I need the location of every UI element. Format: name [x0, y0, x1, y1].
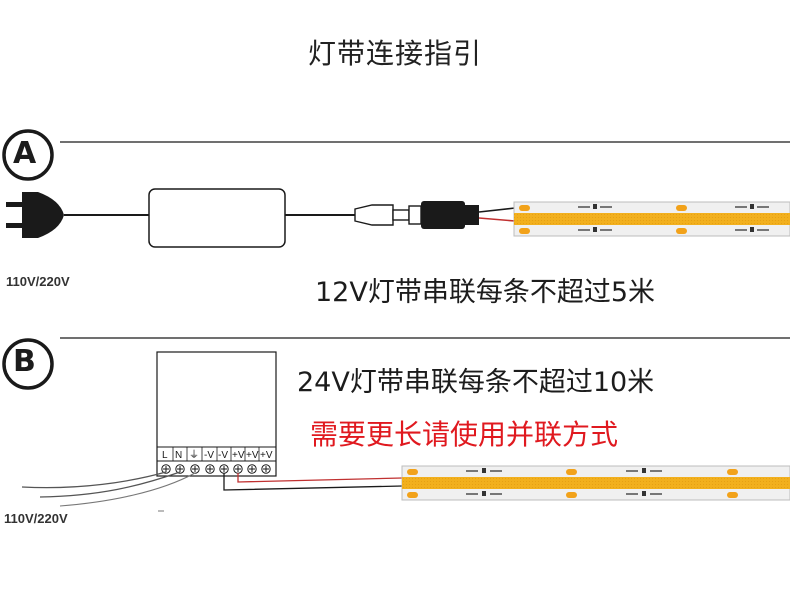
wire-ac-b-1 [21, 471, 167, 489]
marker-a-letter: A [13, 136, 37, 171]
wire-strip-a-red [478, 217, 516, 222]
dc-male-connector [354, 204, 410, 226]
marker-a-circle [2, 129, 54, 181]
note-a: 12V灯带串联每条不超过5米 [315, 277, 656, 308]
wire-dc-b-black [223, 473, 403, 491]
terminal-label-v-minus-1: -V [204, 450, 214, 461]
power-adapter [148, 188, 286, 248]
marker-b-letter: B [13, 344, 36, 379]
wire-dc-b-red [237, 473, 403, 483]
wire-strip-a-black [478, 207, 516, 213]
note-b: 24V灯带串联每条不超过10米 [297, 367, 655, 398]
terminal-label-l: L [162, 450, 168, 461]
terminal-label-v-plus-1: +V [232, 450, 245, 461]
terminal-labels: L N ⏚ -V -V +V +V +V [162, 449, 273, 461]
input-voltage-b: 110V/220V [4, 511, 68, 526]
wire-ac-b-3 [59, 472, 196, 507]
led-strip-b [401, 465, 790, 501]
terminal-label-n: N [175, 450, 182, 461]
dc-female-connector [408, 201, 479, 229]
parallel-warning: 需要更长请使用并联方式 [310, 418, 619, 451]
section-b: L N ⏚ -V -V +V +V +V [2, 337, 790, 512]
led-strip-a [513, 201, 790, 237]
wire-ac-b-2 [39, 471, 181, 498]
terminal-label-v-plus-2: +V [246, 450, 259, 461]
plug-icon [6, 192, 64, 238]
terminal-label-v-plus-3: +V [260, 450, 273, 461]
terminal-label-ground: ⏚ [189, 449, 199, 461]
input-voltage-a: 110V/220V [6, 274, 70, 289]
terminal-dividers [172, 447, 260, 461]
page-title: 灯带连接指引 [307, 37, 482, 70]
marker-b-circle [2, 338, 54, 390]
terminal-label-v-minus-2: -V [218, 450, 228, 461]
power-supply [156, 351, 277, 477]
section-a [2, 129, 790, 248]
